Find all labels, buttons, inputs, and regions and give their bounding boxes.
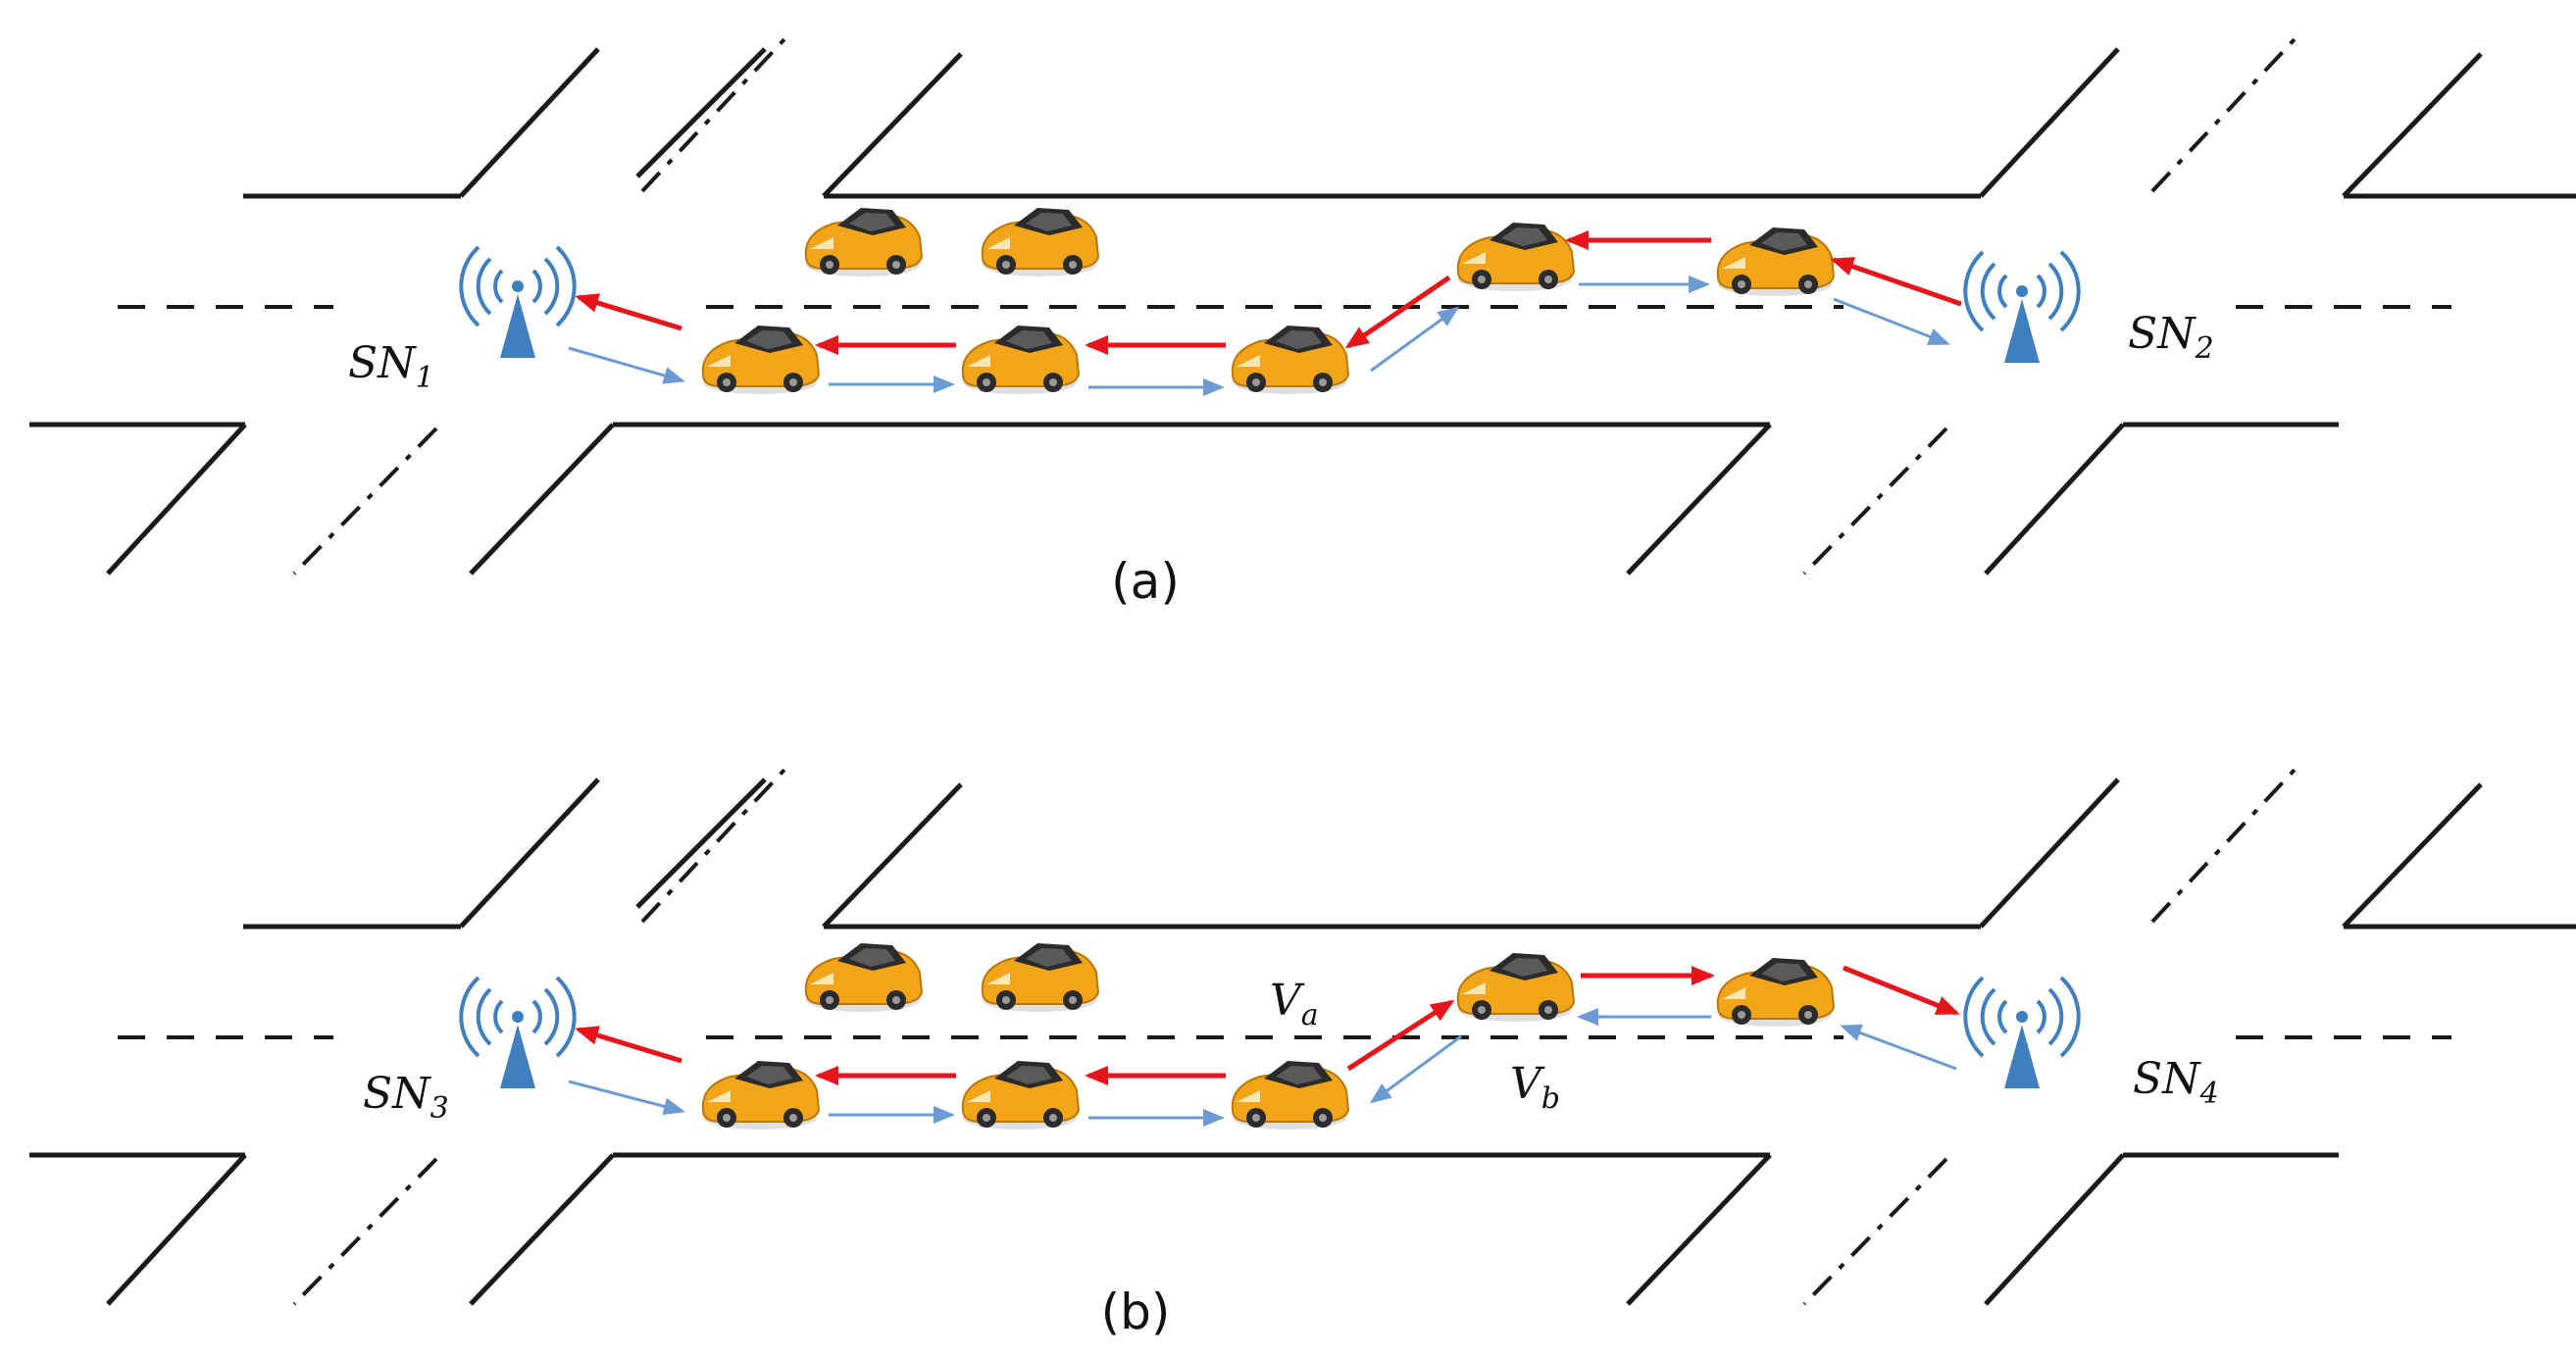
station-label-sn3: SN3	[363, 1069, 449, 1126]
car-icon	[961, 1060, 1080, 1131]
red-arrow	[1830, 257, 1962, 307]
blue-arrow	[568, 346, 685, 384]
road-network-b	[29, 770, 2576, 1304]
car-icon	[804, 942, 923, 1013]
caption-a: (a)	[1111, 553, 1180, 610]
antenna-icon	[459, 976, 577, 1090]
blue-arrow	[568, 1080, 685, 1116]
blue-arrow	[1840, 1024, 1957, 1071]
antenna-icon	[1963, 250, 2081, 365]
car-icon	[1456, 952, 1575, 1023]
blue-arrow	[1370, 306, 1460, 373]
vehicle-label-va: Va	[1270, 976, 1319, 1032]
car-icon	[981, 942, 1099, 1013]
panel-a: SN1 SN2 (a)	[29, 39, 2576, 610]
car-icon	[701, 1060, 820, 1131]
red-arrow	[1346, 999, 1455, 1072]
car-icon	[1231, 1060, 1349, 1131]
road-network-a	[29, 39, 2576, 574]
red-arrow	[575, 293, 682, 331]
blue-arrow	[1833, 297, 1950, 345]
car-icon	[981, 207, 1099, 277]
station-label-sn1: SN1	[348, 338, 434, 395]
car-icon	[804, 207, 923, 277]
antenna-icon	[459, 245, 577, 360]
car-icon	[1231, 325, 1349, 395]
car-icon	[1716, 226, 1835, 297]
car-icon	[1456, 222, 1575, 292]
red-arrow	[1344, 275, 1451, 349]
blue-arrow	[1369, 1034, 1462, 1104]
car-icon	[1716, 957, 1835, 1028]
red-arrow	[575, 1026, 682, 1064]
station-label-sn2: SN2	[2128, 309, 2214, 366]
station-label-sn4: SN4	[2133, 1054, 2219, 1111]
car-icon	[701, 325, 820, 395]
caption-b: (b)	[1101, 1283, 1171, 1340]
antenna-icon	[1963, 976, 2081, 1090]
car-icon	[961, 325, 1080, 395]
red-arrow	[1843, 965, 1960, 1016]
panel-b: SN3 SN4 Va Vb (b)	[29, 770, 2576, 1340]
vehicle-label-vb: Vb	[1510, 1059, 1560, 1116]
